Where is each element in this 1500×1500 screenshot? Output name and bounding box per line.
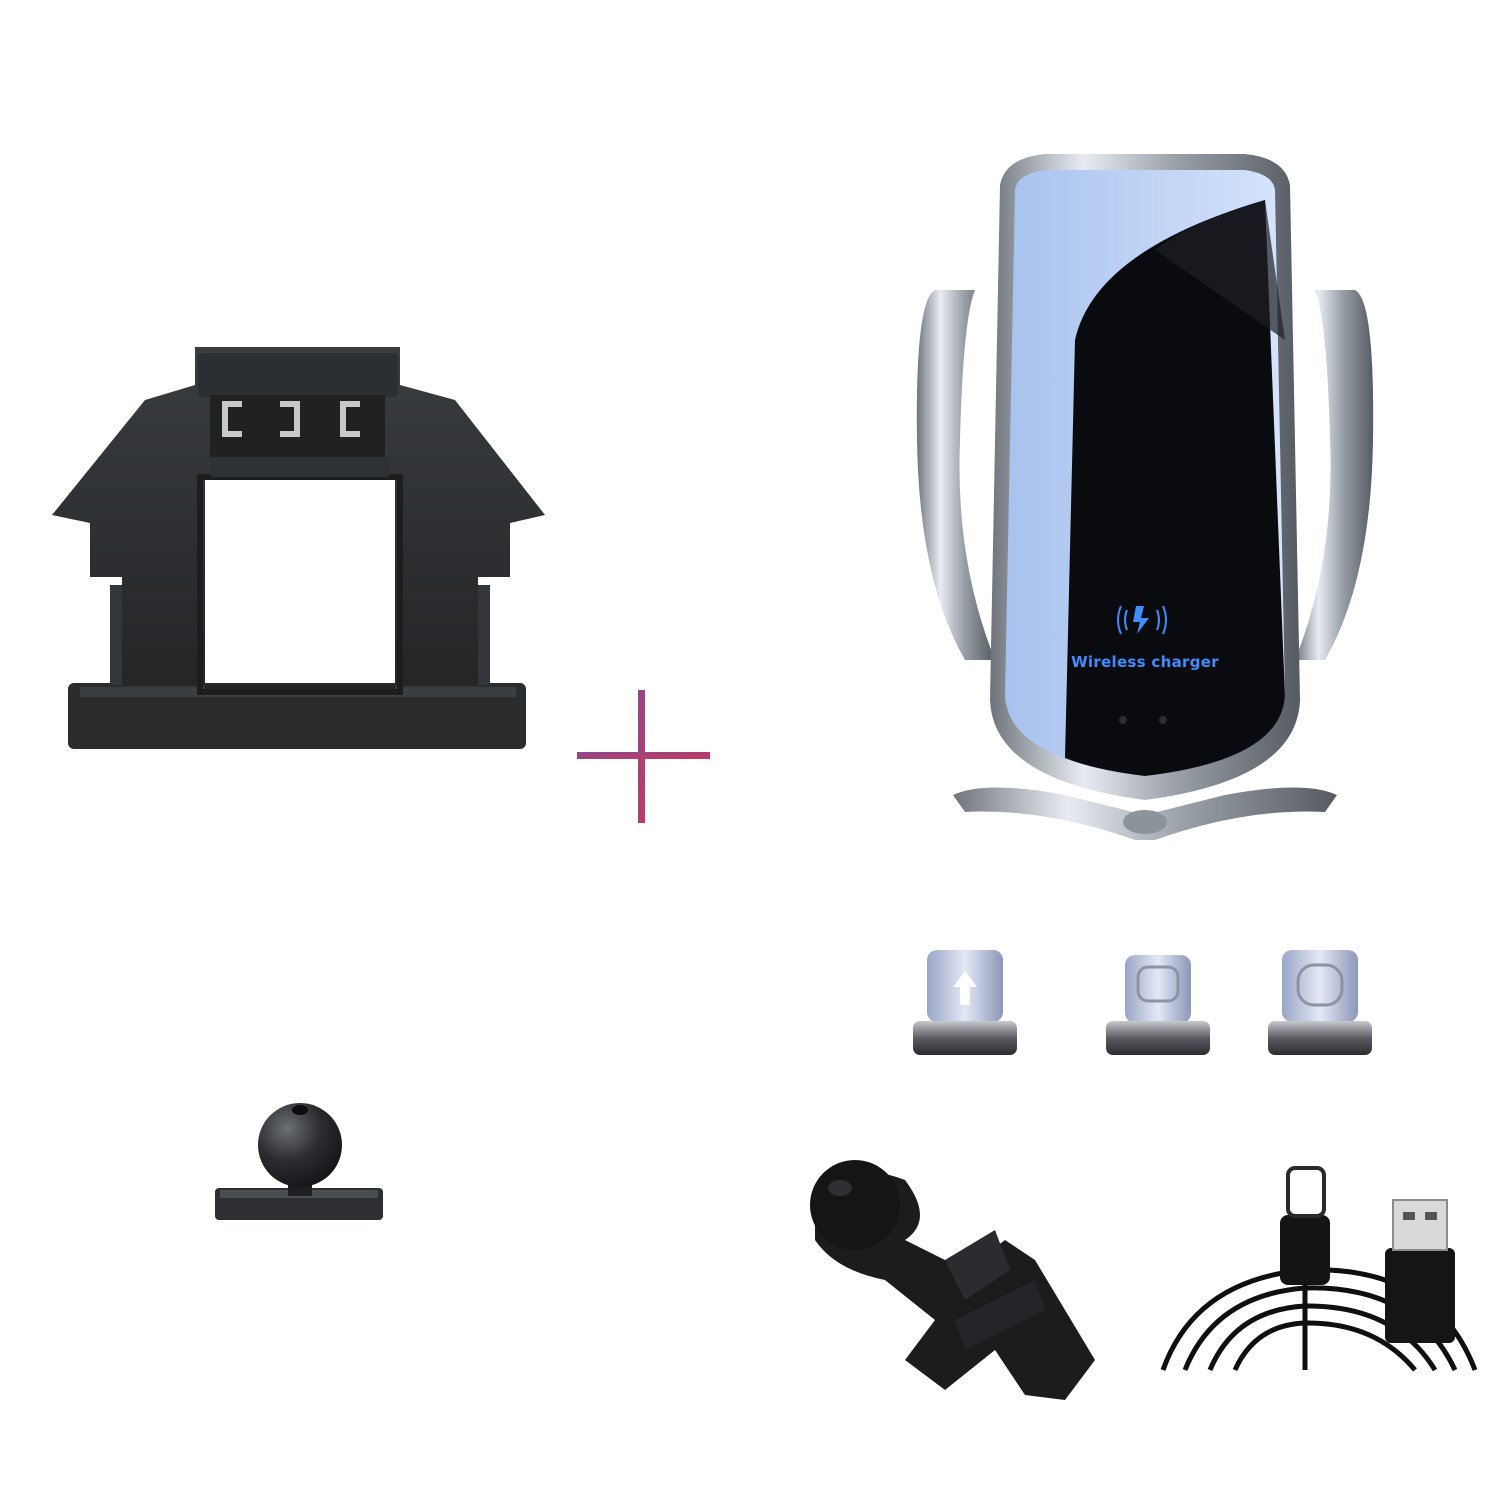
plus-sign-icon (577, 690, 710, 823)
wireless-charger-label: Wireless charger (1071, 653, 1219, 671)
wireless-charging-icon (1117, 605, 1167, 635)
air-vent-clip (810, 1160, 1095, 1400)
dashboard-mount-bracket (52, 347, 545, 749)
usb-c-tip (1268, 950, 1372, 1055)
arrow-up-icon (953, 971, 977, 1005)
lightning-tip (913, 950, 1017, 1055)
wireless-charger-holder: Wireless charger (916, 154, 1374, 840)
micro-usb-tip (1106, 955, 1210, 1055)
ball-mount-base (215, 1103, 383, 1220)
usb-cable (1160, 1166, 1478, 1372)
